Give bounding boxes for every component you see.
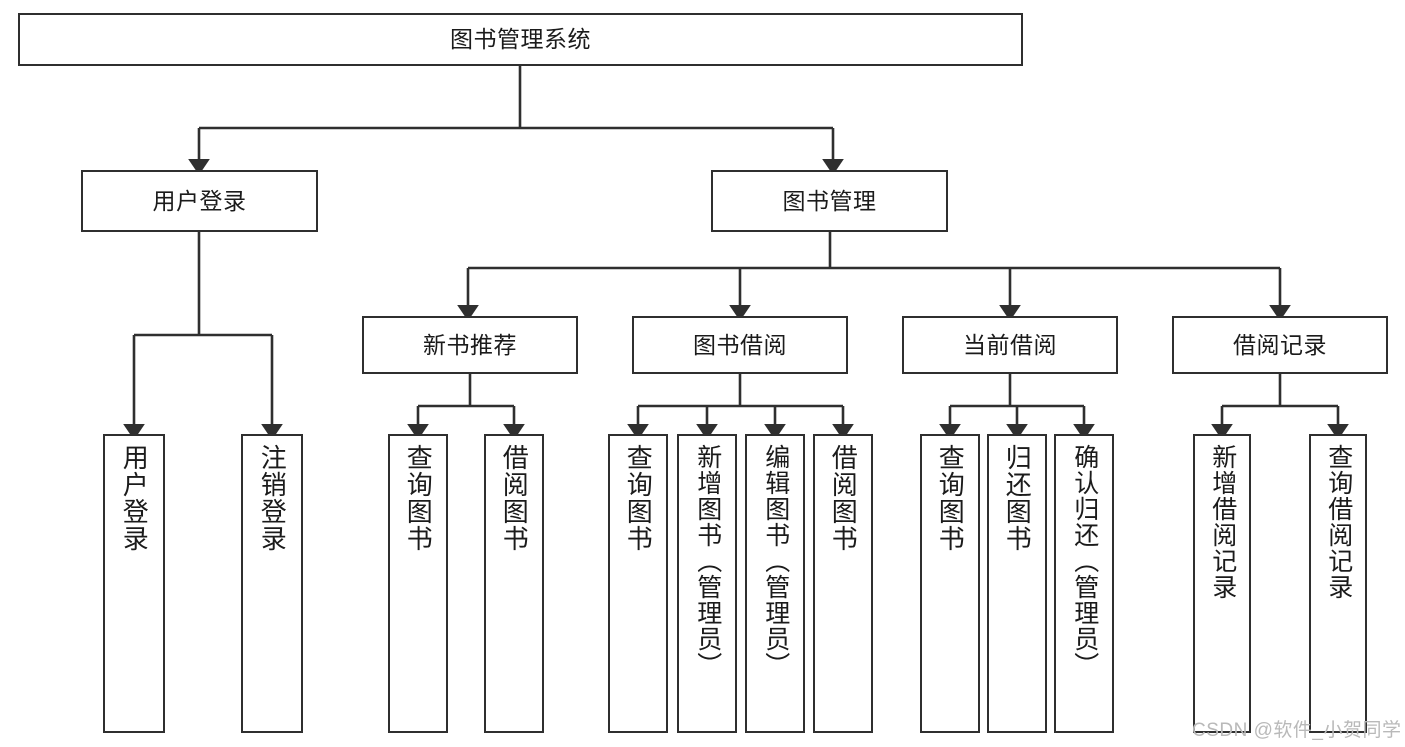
node-label: 查询图书 bbox=[623, 444, 654, 552]
node-borrow-record[interactable]: 借阅记录 bbox=[1172, 316, 1388, 374]
node-user-login[interactable]: 用户登录 bbox=[81, 170, 318, 232]
node-label: 图书管理 bbox=[782, 187, 877, 214]
node-label: 查询借阅记录 bbox=[1324, 444, 1353, 600]
node-label: 图书借阅 bbox=[693, 331, 787, 358]
node-label: 新增借阅记录 bbox=[1208, 444, 1237, 600]
leaf-book-borrow-add[interactable]: 新增图书（管理员） bbox=[677, 434, 737, 733]
node-label: 归还图书 bbox=[1002, 444, 1033, 552]
node-current-borrow[interactable]: 当前借阅 bbox=[902, 316, 1118, 374]
node-label: 查询图书 bbox=[403, 444, 434, 552]
node-new-book-recommend[interactable]: 新书推荐 bbox=[362, 316, 578, 374]
leaf-current-borrow-return[interactable]: 归还图书 bbox=[987, 434, 1047, 733]
leaf-book-borrow-borrow[interactable]: 借阅图书 bbox=[813, 434, 873, 733]
node-label: 借阅图书 bbox=[499, 444, 530, 552]
leaf-new-book-query[interactable]: 查询图书 bbox=[388, 434, 448, 733]
leaf-user-login-logout[interactable]: 注销登录 bbox=[241, 434, 303, 733]
node-book-borrow[interactable]: 图书借阅 bbox=[632, 316, 848, 374]
node-label: 编辑图书（管理员） bbox=[761, 444, 790, 678]
leaf-borrow-record-add[interactable]: 新增借阅记录 bbox=[1193, 434, 1251, 733]
leaf-new-book-borrow[interactable]: 借阅图书 bbox=[484, 434, 544, 733]
node-label: 用户登录 bbox=[152, 187, 247, 214]
leaf-book-borrow-query[interactable]: 查询图书 bbox=[608, 434, 668, 733]
node-label: 注销登录 bbox=[257, 444, 288, 552]
node-root-system[interactable]: 图书管理系统 bbox=[18, 13, 1023, 66]
node-label: 确认归还（管理员） bbox=[1070, 444, 1099, 678]
leaf-borrow-record-query[interactable]: 查询借阅记录 bbox=[1309, 434, 1367, 733]
leaf-current-borrow-confirm-return[interactable]: 确认归还（管理员） bbox=[1054, 434, 1114, 733]
node-label: 借阅记录 bbox=[1233, 331, 1327, 358]
leaf-user-login-login[interactable]: 用户登录 bbox=[103, 434, 165, 733]
node-label: 借阅图书 bbox=[828, 444, 859, 552]
node-label: 当前借阅 bbox=[963, 331, 1057, 358]
node-book-management[interactable]: 图书管理 bbox=[711, 170, 948, 232]
node-label: 用户登录 bbox=[119, 444, 150, 552]
csdn-watermark: CSDN @软件_小贺同学 bbox=[1192, 720, 1402, 741]
node-label: 新增图书（管理员） bbox=[693, 444, 722, 678]
leaf-book-borrow-edit[interactable]: 编辑图书（管理员） bbox=[745, 434, 805, 733]
leaf-current-borrow-query[interactable]: 查询图书 bbox=[920, 434, 980, 733]
node-label: 图书管理系统 bbox=[450, 26, 591, 53]
node-label: 新书推荐 bbox=[423, 331, 517, 358]
node-label: 查询图书 bbox=[935, 444, 966, 552]
